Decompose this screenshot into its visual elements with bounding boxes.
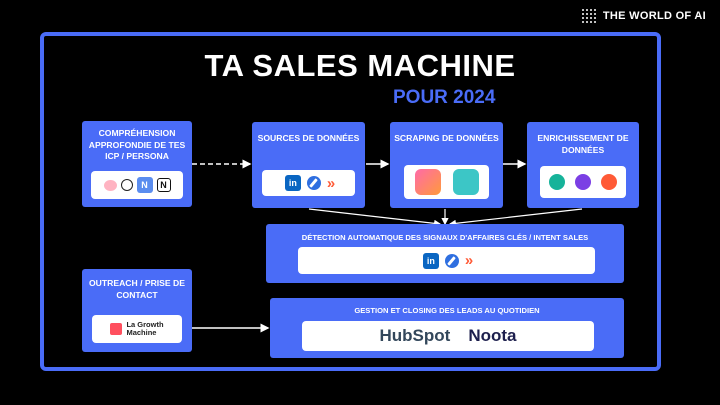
- box-sources-tools: in »: [262, 170, 355, 196]
- chevrons-icon: »: [326, 174, 336, 192]
- box-persona-label: COMPRÉHENSION APPROFONDIE DE TES ICP / P…: [88, 128, 186, 162]
- box-enrichment-tools: [540, 166, 626, 198]
- box-scraping: SCRAPING DE DONNÉES: [390, 122, 503, 208]
- linkedin-icon: in: [284, 175, 301, 191]
- hubspot-logo: HubSpot: [379, 326, 451, 345]
- box-closing-tools: HubSpot Noota: [302, 321, 594, 351]
- scraper-teal-icon: [452, 169, 479, 195]
- lusha-icon: [601, 174, 617, 190]
- box-persona-tools: N N: [91, 171, 183, 199]
- scraper-pink-icon: [414, 169, 441, 195]
- arrow-sources-to-detection: [308, 208, 442, 227]
- box-persona: COMPRÉHENSION APPROFONDIE DE TES ICP / P…: [82, 121, 192, 207]
- dropcontact-icon: [549, 174, 565, 190]
- diagram-title: TA SALES MACHINE: [204, 48, 516, 83]
- box-enrichment: ENRICHISSEMENT DE DONNÉES: [527, 122, 639, 208]
- box-detection-label: DÉTECTION AUTOMATIQUE DES SIGNAUX D'AFFA…: [301, 233, 589, 242]
- brand-logo: THE WORLD OF AI: [581, 9, 706, 23]
- kaspr-icon: [575, 174, 591, 190]
- box-closing: GESTION ET CLOSING DES LEADS AU QUOTIDIE…: [270, 298, 624, 358]
- compass-icon: [306, 176, 321, 190]
- box-outreach-label: OUTREACH / PRISE DE CONTACT: [89, 278, 185, 300]
- box-detection: DÉTECTION AUTOMATIQUE DES SIGNAUX D'AFFA…: [266, 224, 624, 283]
- box-scraping-tools: [404, 165, 489, 199]
- box-sources: SOURCES DE DONNÉES in »: [252, 122, 365, 208]
- brain-icon: [103, 179, 117, 191]
- box-scraping-label: SCRAPING DE DONNÉES: [394, 133, 499, 143]
- dot-grid-icon: [581, 9, 596, 23]
- noota-logo: Noota: [468, 326, 517, 345]
- compass-icon: [444, 253, 459, 268]
- chatgpt-icon: [120, 179, 133, 191]
- box-enrichment-label: ENRICHISSEMENT DE DONNÉES: [537, 133, 629, 155]
- diagram-subtitle: POUR 2024: [393, 87, 496, 108]
- chevrons-icon: »: [464, 252, 474, 269]
- lgm-line1: La Growth: [126, 320, 164, 330]
- box-detection-tools: in »: [298, 247, 595, 274]
- lgm-line2: Machine: [126, 328, 157, 337]
- notion-icon: N: [156, 178, 171, 192]
- arrow-enrichment-to-detection: [448, 208, 583, 227]
- linkedin-icon: in: [422, 252, 439, 269]
- lgm-mark-icon: [110, 323, 123, 335]
- diagram-frame: [40, 32, 661, 371]
- hubspot-n-icon: N: [136, 177, 153, 193]
- box-closing-label: GESTION ET CLOSING DES LEADS AU QUOTIDIE…: [354, 306, 540, 315]
- box-sources-label: SOURCES DE DONNÉES: [257, 133, 360, 143]
- brand-name: THE WORLD OF AI: [602, 10, 706, 22]
